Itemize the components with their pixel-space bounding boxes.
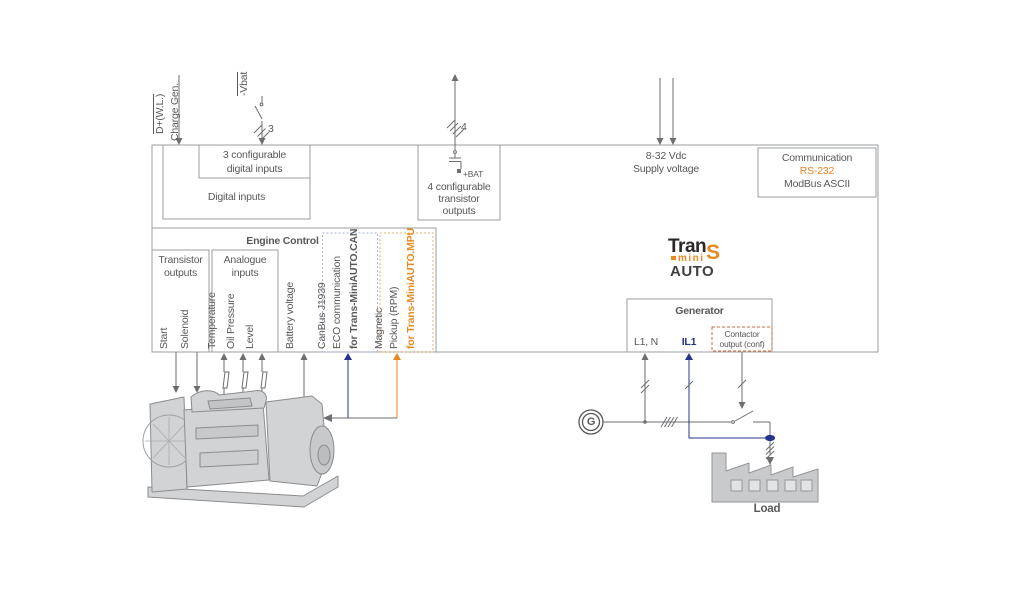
arrow-up-icon: [344, 353, 352, 360]
arrow-down-icon: [172, 386, 180, 393]
l1n-slashes: [640, 379, 650, 394]
arrow-down-icon: [193, 386, 201, 393]
bus-slashes: [660, 416, 678, 428]
signal-battery-voltage: Battery voltage: [284, 281, 296, 349]
wire-count-3-slashes: [253, 124, 270, 141]
wire-count-4-slashes: [446, 119, 465, 138]
rs232-label: RS-232: [799, 165, 835, 177]
factory-windows: [730, 479, 813, 492]
engine-control-title: Engine Control: [246, 235, 319, 247]
engine-analogue-box: [211, 249, 279, 353]
contactor-slash: [737, 379, 747, 389]
supply-wires: [656, 78, 677, 145]
signal-temperature: Temperature: [206, 292, 218, 349]
charge-gen-label-1: D+(W.L.): [154, 93, 166, 134]
bat-label: +BAT: [463, 169, 484, 179]
genset-engine-icon: [142, 390, 339, 508]
logo-s: S: [706, 241, 721, 264]
analogue-box-title: Analogue inputs: [223, 254, 267, 279]
sensor-symbol-icon: [222, 371, 230, 389]
signal-solenoid: Solenoid: [179, 309, 191, 349]
contactor-switch-icon: [731, 410, 770, 424]
trans-mini-auto-logo: TranS mini AUTO: [668, 234, 748, 280]
arrow-up-icon: [641, 353, 649, 360]
communication-box: [757, 147, 877, 198]
logo-auto: AUTO: [670, 263, 715, 280]
canbus-dashed-box: [322, 232, 378, 353]
sensor-symbol-icon: [260, 371, 268, 389]
generator-title: Generator: [675, 305, 724, 317]
junction-dot: [643, 420, 647, 424]
canbus-line1: CanBus J1939: [316, 282, 328, 349]
configurable-digital-box: [198, 144, 311, 179]
power-bus-wires: [578, 352, 775, 465]
signal-level: Level: [244, 324, 256, 349]
logo-mini: mini: [671, 253, 748, 264]
transistor-symbol-icon: [449, 150, 462, 173]
arrow-up-icon: [451, 74, 459, 81]
logo-tran: Tran: [668, 236, 707, 257]
l1n-label: L1, N: [633, 336, 659, 348]
generator-symbol-icon: [578, 409, 604, 435]
configurable-digital-label: 3 configurable digital inputs: [222, 149, 287, 175]
canbus-line2: ECO communication: [331, 256, 343, 349]
top-input-wires: [175, 74, 677, 173]
il1-slash: [684, 380, 694, 390]
vbat-switch-icon: [254, 96, 264, 139]
contactor-output-label: Contactor output (conf): [719, 329, 765, 349]
mpu-line2: Pickup (RPM): [388, 286, 400, 349]
arrow-up-icon: [685, 353, 693, 360]
engine-transistor-box: [151, 249, 210, 353]
contactor-dashed-box: [711, 326, 773, 352]
current-transformer-icon: [765, 434, 775, 442]
communication-label: Communication RS-232 ModBus ASCII: [781, 152, 853, 190]
arrow-up-icon: [300, 353, 308, 360]
wire-count-4: 4: [461, 121, 467, 133]
wire-count-3: 3: [268, 123, 274, 135]
arrow-down-icon: [738, 402, 746, 409]
load-label: Load: [753, 503, 781, 515]
mpu-wire: [393, 353, 401, 418]
canbus-wire: [344, 353, 352, 418]
logo-square-icon: [671, 256, 676, 260]
arrow-up-icon: [393, 353, 401, 360]
mpu-line3: for Trans-MiniAUTO.MPU: [405, 228, 417, 349]
mpu-dashed-box: [379, 232, 434, 353]
engine-signal-wires: [172, 352, 401, 422]
transistor-box-title: Transistor outputs: [158, 254, 203, 279]
digital-inputs-label: Digital inputs: [207, 191, 266, 203]
canbus-line3: for Trans-MiniAUTO.CAN: [348, 228, 360, 349]
arrow-up-icon: [220, 353, 228, 360]
arrow-up-icon: [258, 353, 266, 360]
arrow-down-icon: [175, 138, 183, 145]
sensor-symbol-icon: [241, 371, 249, 389]
arrow-left-icon: [323, 414, 332, 422]
factory-load-icon: [711, 452, 819, 503]
arrow-down-icon: [258, 138, 266, 145]
transistor-outputs-label: 4 configurable transistor outputs: [427, 181, 491, 217]
box-outlines: [151, 144, 879, 353]
generator-box: [626, 298, 773, 353]
g-symbol-label: G: [586, 416, 596, 428]
signal-start: Start: [158, 327, 170, 349]
vbat-label: -Vbat: [238, 71, 250, 96]
supply-voltage-label: 8-32 Vdc Supply voltage: [632, 150, 700, 175]
transistor-outputs-box: [417, 144, 501, 221]
arrow-up-icon: [239, 353, 247, 360]
signal-oil-pressure: Oil Pressure: [225, 293, 237, 349]
il1-ct-wire: [685, 353, 765, 439]
mpu-line1: Magnetic: [373, 307, 385, 349]
charge-gen-label-2: Charge Gen.: [169, 83, 181, 141]
il1-label: IL1: [681, 336, 697, 348]
arrow-down-icon: [766, 457, 774, 465]
